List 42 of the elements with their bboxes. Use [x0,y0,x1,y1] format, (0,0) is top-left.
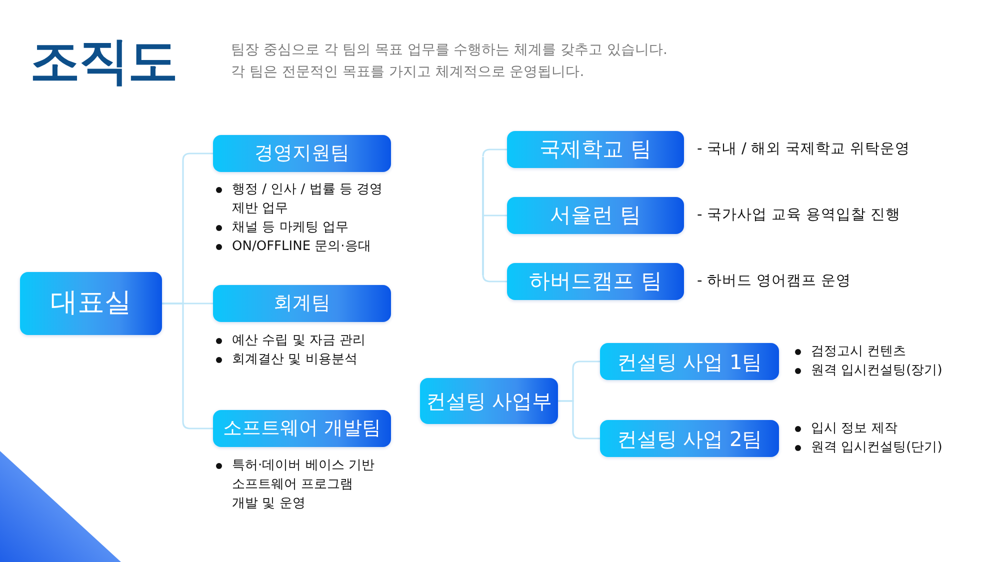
description-text: - 하버드 영어캠프 운영 [697,272,852,291]
bullet-text: 예산 수립 및 자금 관리 [232,332,366,350]
bullet-text: 원격 입시컨설팅(단기) [811,439,942,457]
bullet-text: 원격 입시컨설팅(장기) [811,362,942,380]
bus-line [482,156,484,274]
team-box [507,263,684,300]
connector-line [162,302,213,430]
connector-line [484,214,507,216]
description-text: - 국가사업 교육 용역입찰 진행 [697,206,901,225]
team-name: 컨설팅 사업부 [426,389,552,413]
team-box [600,420,779,457]
team-name: 회계팀 [274,292,330,315]
page-title: 조직도 [30,36,177,86]
team-box [213,410,391,447]
bullet-text: 검정고시 컨텐츠 [811,343,906,361]
office-box [20,272,162,335]
connector-line [558,400,600,440]
bullet-text: 회계결산 및 비용분석 [232,351,358,369]
team-name: 경영지원팀 [254,142,350,165]
team-name: 국제학교 팀 [540,136,652,162]
connector-line [482,274,507,282]
description-text: - 국내 / 해외 국제학교 위탁운영 [697,140,910,159]
team-box [507,197,684,234]
bullet-text: 채널 등 마케팅 업무 [232,219,348,237]
bullet-text: 행정 / 인사 / 법률 등 경영 제반 업무 [232,181,384,218]
team-name: 서울런 팀 [550,202,641,228]
team-name: 하버드캠프 팀 [529,268,662,294]
team-box [420,378,558,424]
team-box [600,343,779,380]
team-name: 컨설팅 사업 2팀 [616,426,762,450]
subtitle-text: 팀장 중심으로 각 팀의 목표 업무를 수행하는 체계를 갖추고 있습니다. [231,41,668,60]
team-name: 대표실 [50,287,132,320]
team-name: 컨설팅 사업 1팀 [616,350,762,374]
bullet-text: 입시 정보 제작 [811,420,898,438]
bullet-text: ON/OFFLINE 문의·응대 [232,238,371,256]
team-name: 소프트웨어 개발팀 [222,417,382,440]
subtitle-text: 각 팀은 전문적인 목표를 가지고 체계적으로 운영됩니다. [231,63,584,82]
bullet-text: 특허·데이버 베이스 기반 소프트웨어 프로그램 개발 및 운영 [232,457,376,513]
connector-line [482,148,507,158]
team-box [507,131,684,168]
team-box [213,135,391,172]
team-box [213,285,391,322]
